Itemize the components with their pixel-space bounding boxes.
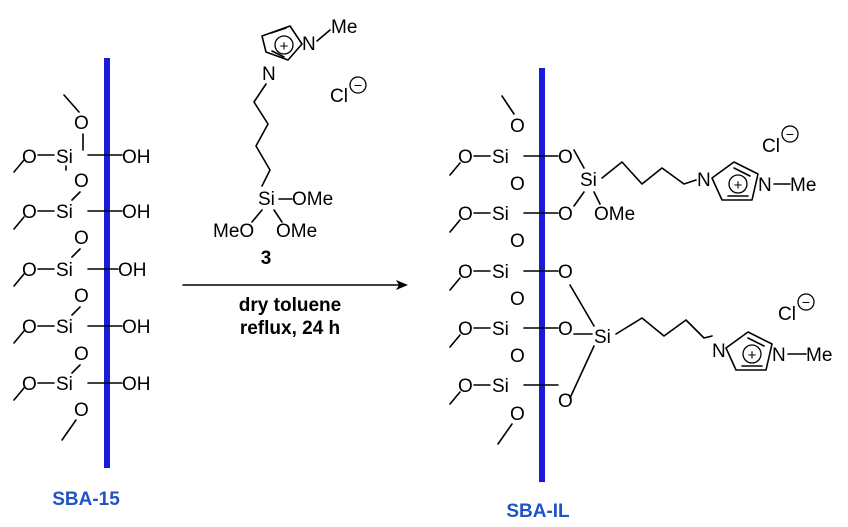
atom-n: N <box>697 170 711 191</box>
atom-si: Si <box>492 262 509 283</box>
atom-o: O <box>22 147 37 168</box>
charge-minus: − <box>354 77 362 93</box>
atom-si: Si <box>580 170 597 191</box>
atom-o: O <box>22 202 37 223</box>
conditions-line-2: reflux, 24 h <box>240 318 340 339</box>
atom-n: N <box>262 64 276 85</box>
atom-o: O <box>74 286 89 307</box>
atom-o: O <box>558 147 573 168</box>
atom-cl: Cl <box>778 304 796 325</box>
conditions-line-1: dry toluene <box>239 295 341 316</box>
atom-o: O <box>22 317 37 338</box>
charge-minus: − <box>786 126 794 142</box>
atom-me: Me <box>790 175 816 196</box>
atom-o: O <box>510 404 525 425</box>
atom-o: O <box>510 346 525 367</box>
sba-il-structure: O O Si O O O Si O O Si OMe N + N Me C <box>449 68 832 522</box>
atom-o: O <box>458 204 473 225</box>
sba15-structure: O O Si OH O O Si OH O O Si OH O O Si <box>13 58 151 510</box>
atom-o: O <box>510 231 525 252</box>
reagent-number: 3 <box>261 248 272 269</box>
atom-si: Si <box>492 204 509 225</box>
charge-plus: + <box>748 347 757 364</box>
atom-n: N <box>772 345 786 366</box>
plus-circle-icon <box>728 174 748 194</box>
atom-si: Si <box>594 327 611 348</box>
atom-oh: OH <box>122 317 151 338</box>
atom-o: O <box>458 319 473 340</box>
minus-circle-icon <box>781 125 799 143</box>
atom-o: O <box>22 260 37 281</box>
atom-o: O <box>74 400 89 421</box>
atom-si: Si <box>56 147 73 168</box>
atom-o: O <box>558 204 573 225</box>
atom-o: O <box>510 174 525 195</box>
atom-o: O <box>74 171 89 192</box>
atom-cl: Cl <box>762 136 780 157</box>
atom-n: N <box>302 34 316 55</box>
atom-oh: OH <box>122 202 151 223</box>
minus-circle-icon <box>797 293 815 311</box>
charge-minus: − <box>802 294 810 310</box>
atom-o: O <box>74 344 89 365</box>
atom-o: O <box>558 391 573 412</box>
atom-oh: OH <box>122 374 151 395</box>
atom-o: O <box>22 374 37 395</box>
atom-oh: OH <box>122 147 151 168</box>
atom-o: O <box>558 319 573 340</box>
minus-circle-icon <box>349 76 367 94</box>
atom-o: O <box>558 262 573 283</box>
charge-plus: + <box>734 177 743 194</box>
atom-n: N <box>712 341 726 362</box>
atom-si: Si <box>56 260 73 281</box>
atom-o: O <box>74 113 89 134</box>
atom-n: N <box>758 175 772 196</box>
atom-si: Si <box>492 147 509 168</box>
atom-me: Me <box>806 345 832 366</box>
reaction-arrow <box>182 280 408 290</box>
atom-me: Me <box>331 17 357 38</box>
atom-ome: OMe <box>292 189 333 210</box>
atom-si: Si <box>56 317 73 338</box>
atom-o: O <box>74 228 89 249</box>
atom-o: O <box>510 116 525 137</box>
atom-meo: MeO <box>213 221 254 242</box>
atom-si: Si <box>492 319 509 340</box>
charge-plus: + <box>280 38 289 55</box>
atom-o: O <box>458 262 473 283</box>
atom-oh: OH <box>118 260 147 281</box>
atom-ome: OMe <box>594 204 635 225</box>
atom-cl: Cl <box>330 86 348 107</box>
atom-o: O <box>458 376 473 397</box>
atom-si: Si <box>56 374 73 395</box>
plus-circle-icon <box>274 35 294 55</box>
label-sba15: SBA-15 <box>52 489 120 510</box>
reagent-3-structure: + N Me N Cl − Si OMe MeO OMe 3 <box>213 17 367 269</box>
atom-o: O <box>458 147 473 168</box>
label-sba-il: SBA-IL <box>506 501 570 522</box>
atom-ome: OMe <box>276 221 317 242</box>
atom-si: Si <box>56 202 73 223</box>
atom-o: O <box>510 289 525 310</box>
atom-si: Si <box>258 189 275 210</box>
plus-circle-icon <box>742 344 762 364</box>
atom-si: Si <box>492 376 509 397</box>
